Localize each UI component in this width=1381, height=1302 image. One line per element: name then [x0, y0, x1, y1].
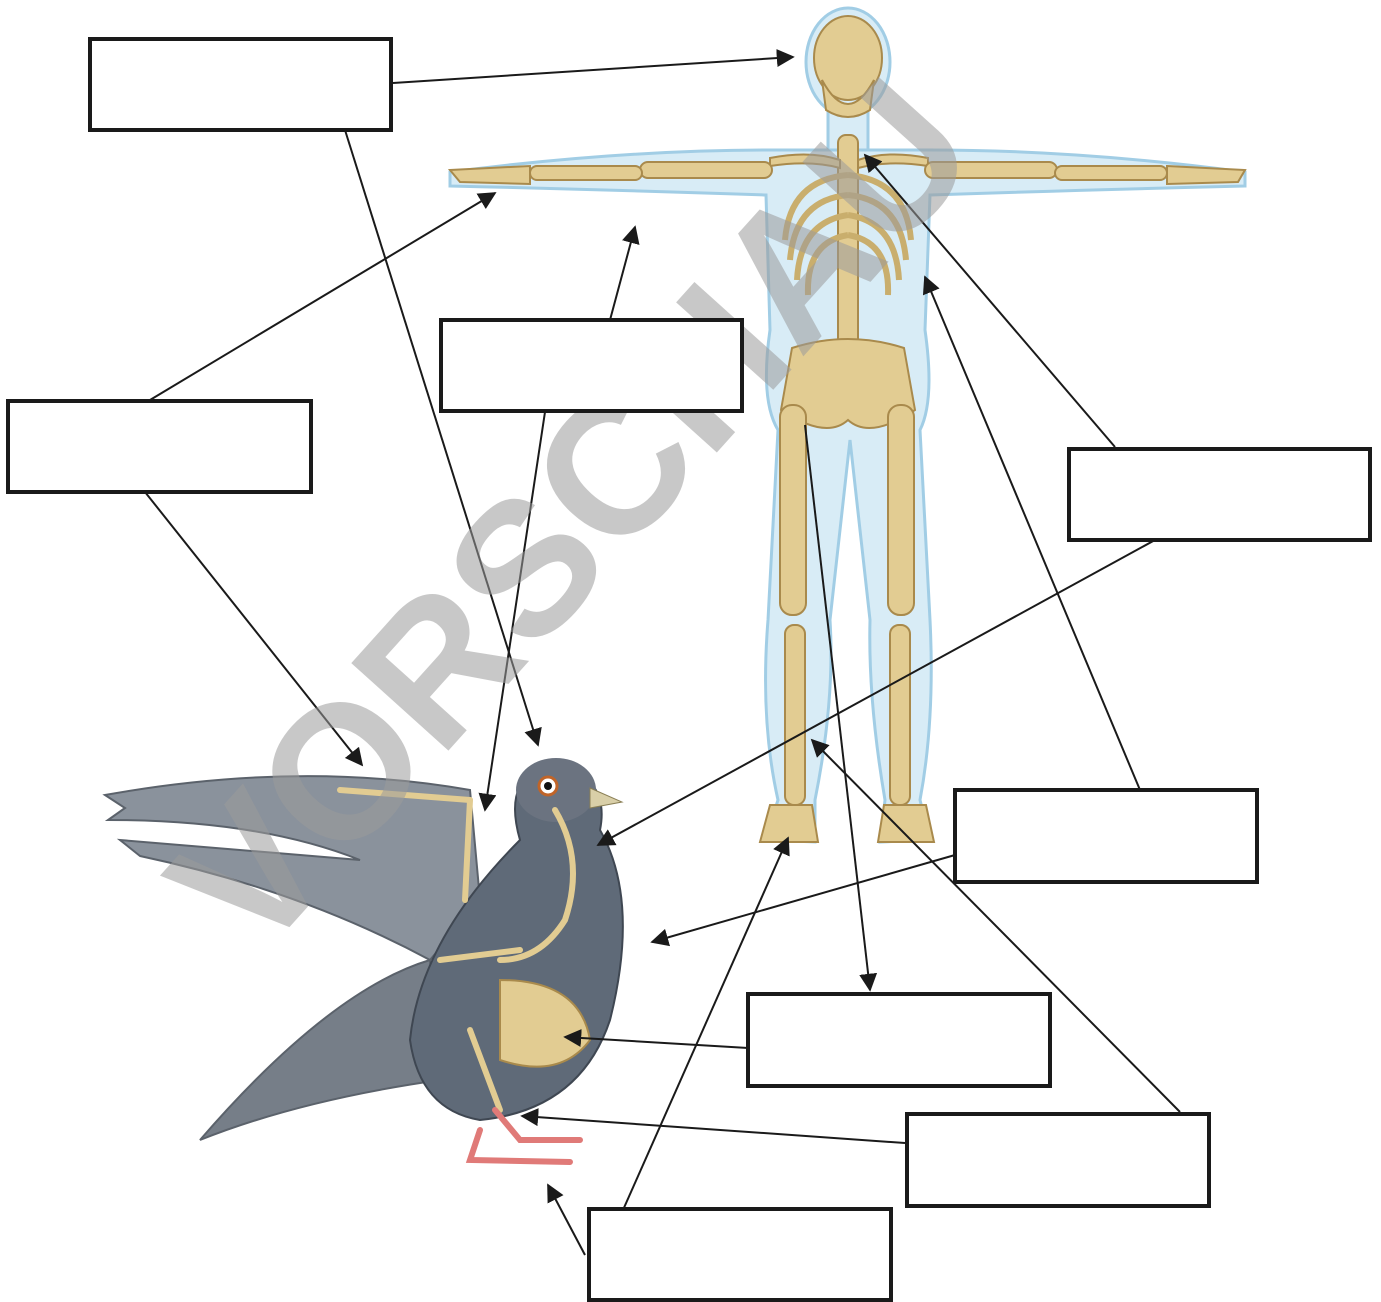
label-box-bottom[interactable] — [587, 1207, 893, 1302]
label-box-left-middle[interactable] — [6, 399, 313, 494]
label-box-center-lower[interactable] — [746, 992, 1052, 1088]
label-box-center[interactable] — [439, 318, 744, 413]
pigeon-skeleton-illustration — [105, 758, 623, 1162]
human-skeleton-illustration — [450, 8, 1245, 842]
label-box-top-left[interactable] — [88, 37, 393, 132]
label-box-right-bottom[interactable] — [905, 1112, 1211, 1208]
arrow-line — [485, 412, 545, 810]
label-box-right-upper[interactable] — [1067, 447, 1372, 542]
arrow-line — [548, 1185, 585, 1255]
label-box-right-middle[interactable] — [953, 788, 1259, 884]
arrow-line — [393, 57, 793, 83]
arrow-line — [652, 855, 955, 942]
arrow-line — [610, 227, 635, 320]
arrow-line — [145, 492, 362, 765]
